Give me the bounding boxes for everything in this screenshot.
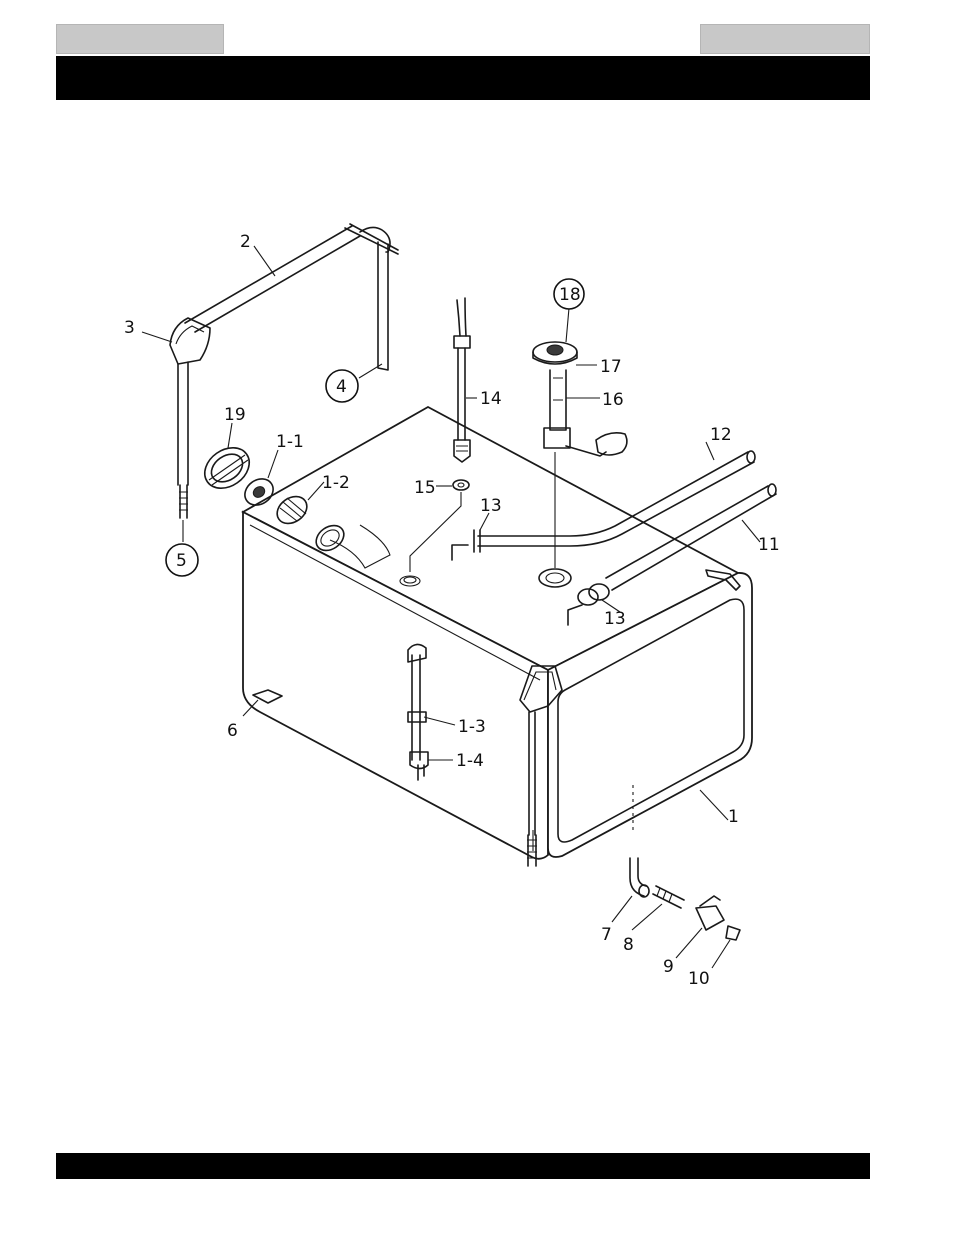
- label-part-1-1: 1-1: [276, 432, 304, 452]
- label-part-8: 8: [623, 935, 634, 955]
- footer-bar: [56, 1153, 870, 1179]
- label-part-1-4: 1-4: [456, 751, 484, 771]
- label-part-16: 16: [602, 390, 624, 410]
- label-part-15: 15: [414, 478, 436, 498]
- label-part-9: 9: [663, 957, 674, 977]
- label-part-5: 5: [176, 551, 187, 571]
- label-part-13a: 13: [480, 496, 502, 516]
- label-part-10: 10: [688, 969, 710, 989]
- label-part-1-3: 1-3: [458, 717, 486, 737]
- label-part-4: 4: [336, 377, 347, 397]
- label-part-1: 1: [728, 807, 739, 827]
- fuel-tank-body: [243, 407, 752, 859]
- label-part-1-2: 1-2: [322, 473, 350, 493]
- label-part-17: 17: [600, 357, 622, 377]
- label-part-2: 2: [240, 232, 251, 252]
- label-part-18: 18: [559, 285, 581, 305]
- label-part-3: 3: [124, 318, 135, 338]
- label-part-7: 7: [601, 925, 612, 945]
- drain-fittings: [630, 858, 740, 940]
- label-part-14: 14: [480, 389, 502, 409]
- label-part-6: 6: [227, 721, 238, 741]
- label-part-19: 19: [224, 405, 246, 425]
- label-part-12: 12: [710, 425, 732, 445]
- label-part-11: 11: [758, 535, 780, 555]
- label-part-13b: 13: [604, 609, 626, 629]
